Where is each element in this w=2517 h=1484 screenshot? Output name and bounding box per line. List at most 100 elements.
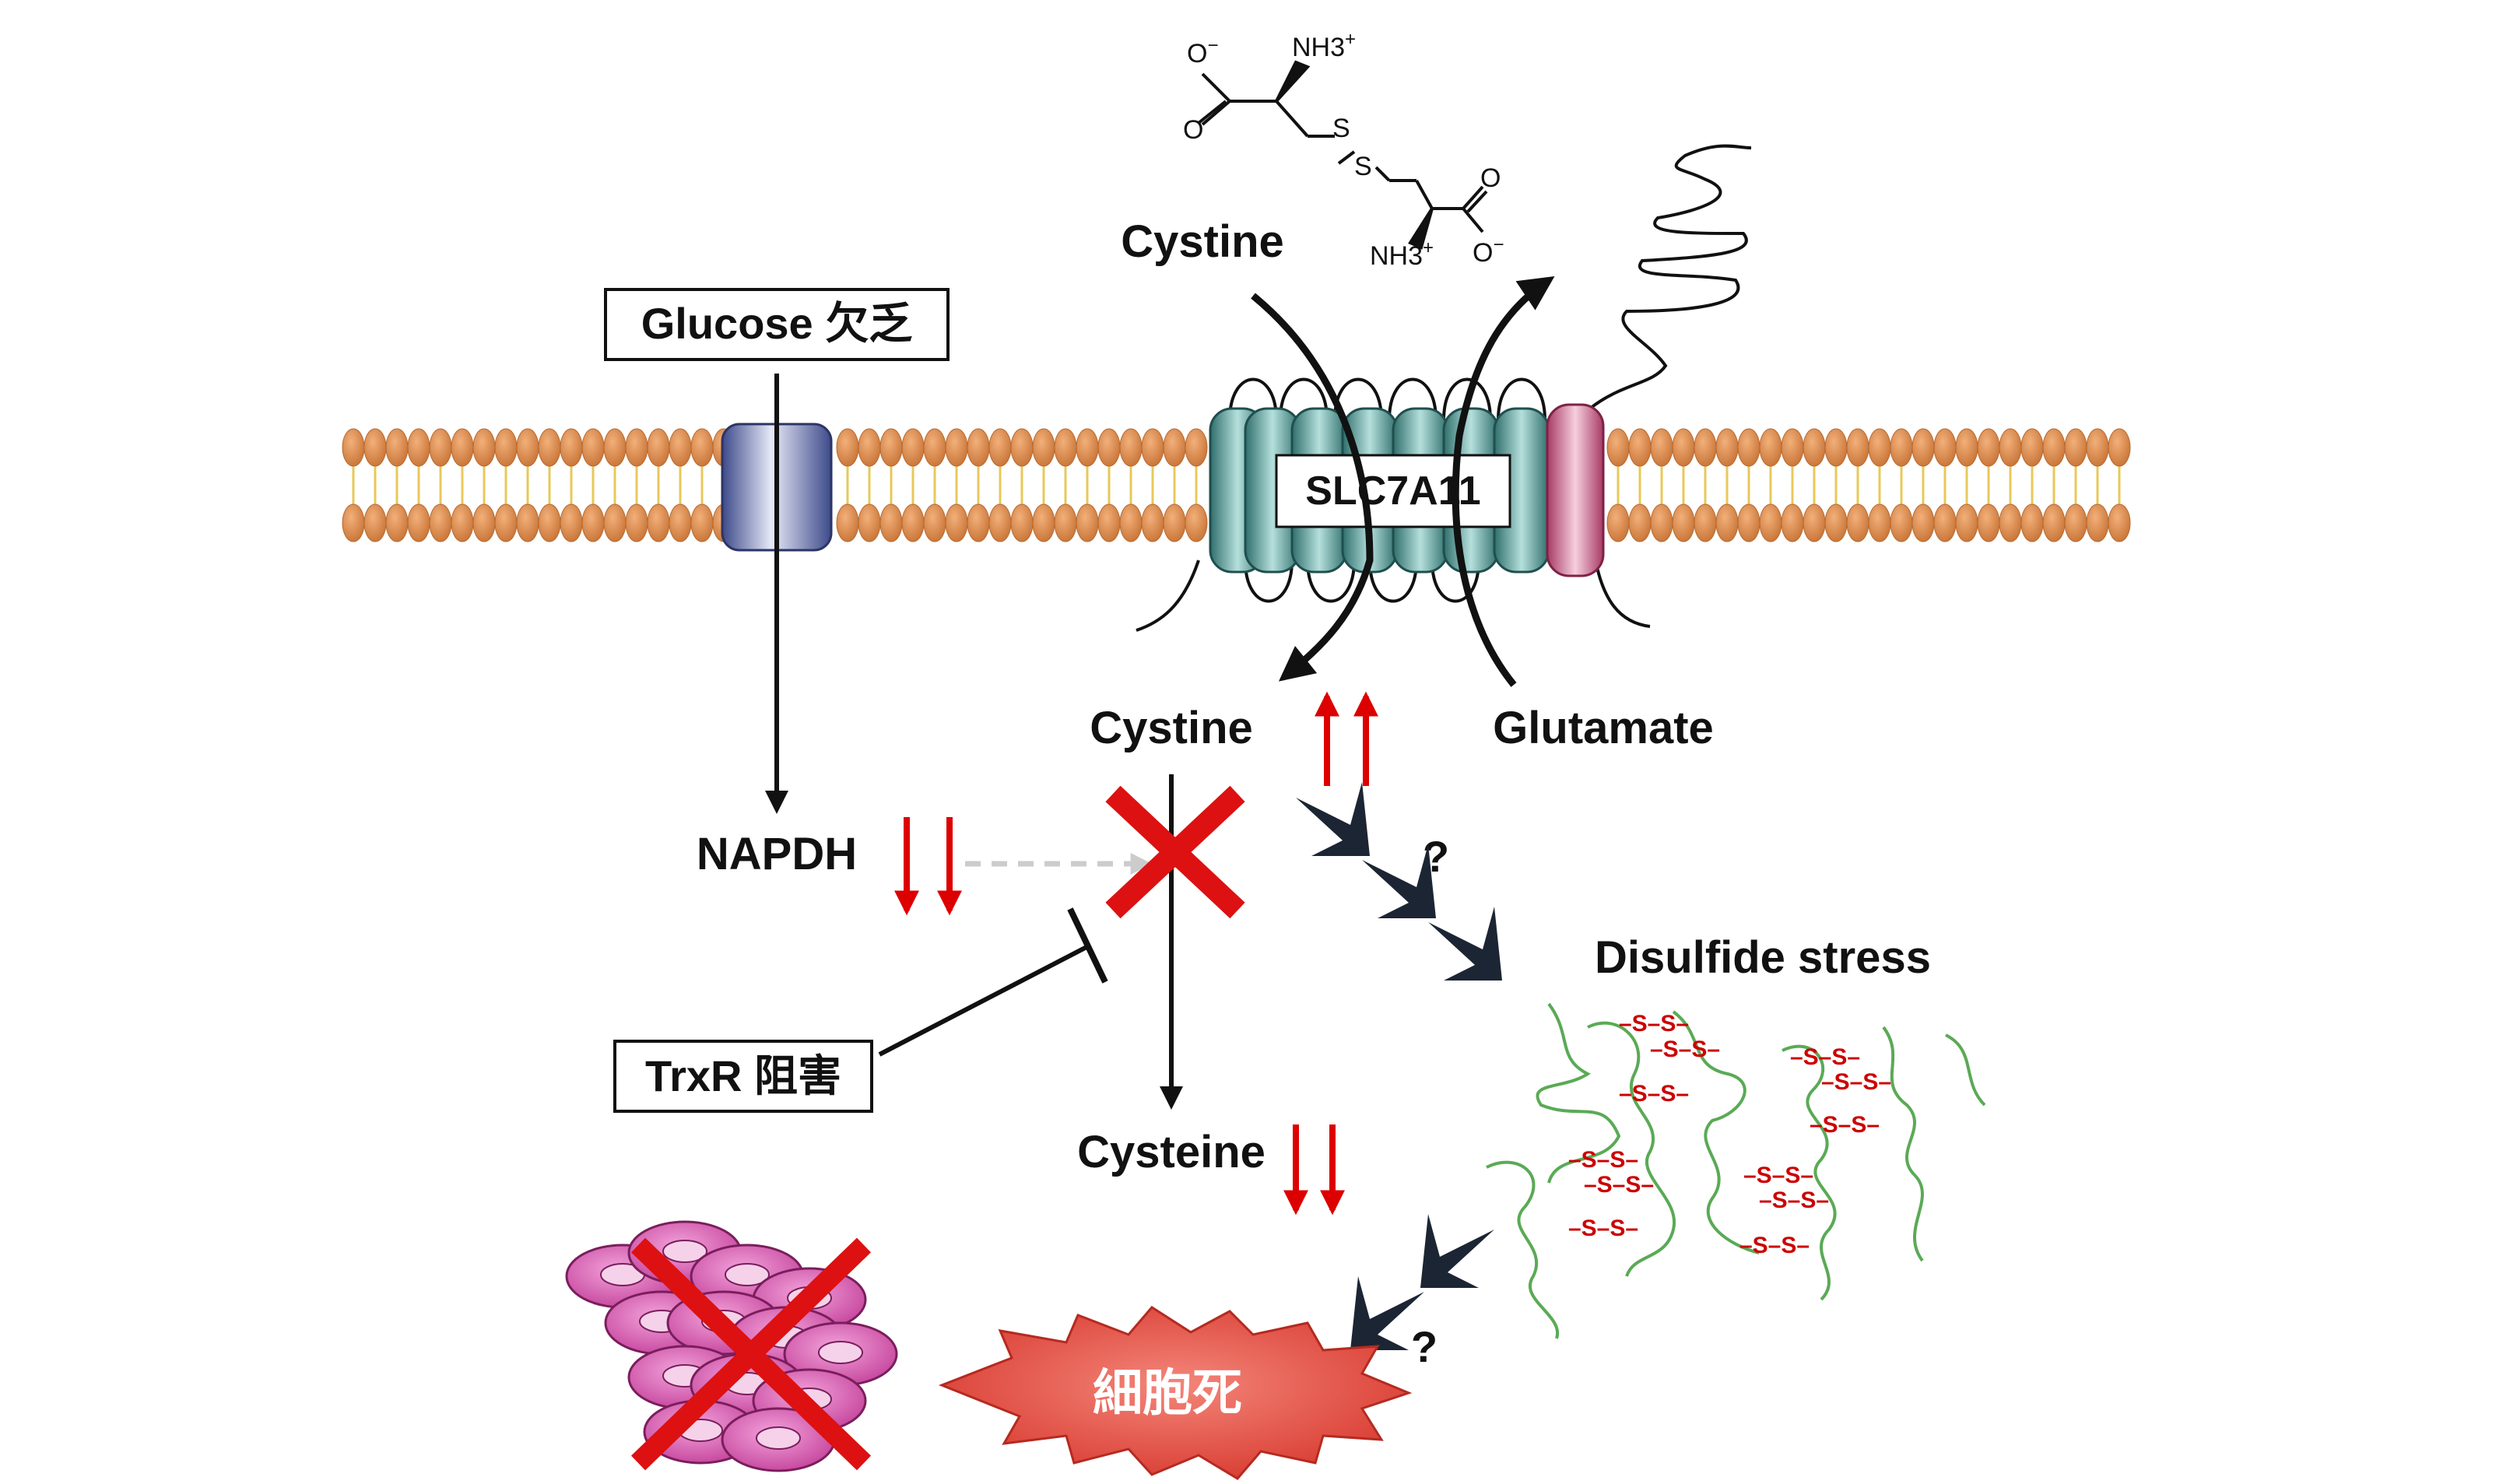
- lipid-head: [1010, 503, 1034, 542]
- disulfide-bond: –S–S–: [1584, 1172, 1654, 1198]
- cystine-structure: [1197, 60, 1488, 250]
- lipid-head: [516, 428, 539, 467]
- lipid-head: [1715, 503, 1739, 542]
- lipid-head: [1824, 503, 1848, 542]
- lipid-head: [494, 428, 518, 467]
- lipid-head: [429, 428, 452, 467]
- lipid-head: [1846, 428, 1869, 467]
- disulfide-bond: –S–S–: [1759, 1188, 1829, 1213]
- lipid-head: [1977, 428, 2000, 467]
- lipid-head: [858, 503, 881, 542]
- lipid-head: [923, 428, 946, 467]
- lipid-head: [1933, 428, 1957, 467]
- slc7a11-label: SLC7A11: [1305, 468, 1480, 514]
- lipid-head: [363, 503, 387, 542]
- lipid-head: [669, 503, 692, 542]
- chevron-arrow: [1420, 1214, 1494, 1288]
- lipid-head: [1868, 428, 1891, 467]
- lipid-head: [1759, 428, 1782, 467]
- lipid-head: [1010, 428, 1034, 467]
- lipid-head: [1141, 503, 1164, 542]
- lipid-head: [1119, 428, 1143, 467]
- lipid-head: [1781, 503, 1804, 542]
- lipid-head: [2042, 428, 2066, 467]
- chevron-arrow: [1428, 907, 1502, 981]
- lipid-head: [451, 503, 474, 542]
- disulfide-bond: –S–S–: [1810, 1112, 1880, 1138]
- lipid-head: [1759, 503, 1782, 542]
- lipid-head: [1824, 428, 1848, 467]
- lipid-head: [1672, 428, 1695, 467]
- lipid-head: [407, 428, 430, 467]
- pathway-arrows: [765, 374, 1183, 1110]
- cystine-top-label: Cystine: [1121, 216, 1284, 267]
- disulfide-bonds: –S–S––S–S––S–S––S–S––S–S––S–S––S–S––S–S–…: [1568, 1011, 1891, 1258]
- lipid-head: [945, 428, 968, 467]
- lipid-head: [1715, 428, 1739, 467]
- lipid-head: [1890, 503, 1913, 542]
- disulfide-bond: –S–S–: [1743, 1163, 1813, 1188]
- lipid-head: [647, 503, 670, 542]
- cell-nucleus: [725, 1263, 770, 1286]
- lipid-head: [879, 428, 903, 467]
- lipid-head: [451, 428, 474, 467]
- red-change-arrows: [894, 691, 1378, 1216]
- svg-text:S: S: [1332, 114, 1350, 143]
- cell-death-cross: [630, 1237, 872, 1471]
- lipid-head: [385, 428, 409, 467]
- protein-strands: [1486, 1002, 1986, 1339]
- lipid-head: [1628, 503, 1652, 542]
- lipid-head: [538, 503, 561, 542]
- lipid-head: [1185, 503, 1208, 542]
- disulfide-bond: –S–S–: [1619, 1081, 1689, 1107]
- lipid-head: [385, 503, 409, 542]
- glucose-box: Glucose 欠乏: [604, 288, 950, 361]
- svg-text:NH3+: NH3+: [1370, 237, 1434, 271]
- lipid-head: [1911, 428, 1935, 467]
- svg-text:S: S: [1354, 152, 1372, 181]
- lipid-head: [1185, 428, 1208, 467]
- cell-nucleus: [818, 1341, 863, 1364]
- lipid-head: [603, 503, 627, 542]
- lipid-head: [1868, 503, 1891, 542]
- lipid-head: [1628, 428, 1652, 467]
- lipid-head: [1032, 503, 1055, 542]
- disulfide-bond: –S–S–: [1650, 1037, 1720, 1062]
- lipid-head: [1737, 503, 1760, 542]
- lipid-head: [1650, 503, 1673, 542]
- lipid-head: [1694, 428, 1717, 467]
- lipid-head: [1694, 503, 1717, 542]
- lipid-head: [2086, 428, 2109, 467]
- lipid-head: [342, 503, 365, 542]
- lipid-head: [647, 428, 670, 467]
- lipid-head: [1097, 428, 1121, 467]
- lipid-head: [494, 503, 518, 542]
- disulfide-bond: –S–S–: [1739, 1233, 1810, 1258]
- svg-text:NH3+: NH3+: [1292, 29, 1356, 62]
- svg-text:O: O: [1183, 115, 1203, 145]
- lipid-head: [2064, 503, 2087, 542]
- trxr-box: TrxR 阻害: [613, 1040, 873, 1113]
- lipid-head: [1672, 503, 1695, 542]
- lipid-head: [2108, 503, 2131, 542]
- disulfide-bond: –S–S–: [1821, 1069, 1891, 1095]
- lipid-head: [1032, 428, 1055, 467]
- lipid-head: [581, 428, 605, 467]
- lipid-head: [1846, 503, 1869, 542]
- lipid-head: [2042, 503, 2066, 542]
- question-mark-lower: ?: [1411, 1322, 1438, 1371]
- lipid-head: [516, 503, 539, 542]
- svg-text:O: O: [1480, 163, 1501, 193]
- lipid-head: [2020, 428, 2044, 467]
- disulfide-bond: –S–S–: [1790, 1044, 1860, 1070]
- lipid-head: [1999, 503, 2022, 542]
- lipid-head: [1606, 428, 1630, 467]
- lipid-head: [429, 503, 452, 542]
- chevron-arrow: [1350, 1276, 1424, 1350]
- lipid-head: [1933, 503, 1957, 542]
- lipid-head: [1054, 428, 1077, 467]
- lipid-head: [581, 503, 605, 542]
- lipid-head: [1054, 503, 1077, 542]
- lipid-head: [2020, 503, 2044, 542]
